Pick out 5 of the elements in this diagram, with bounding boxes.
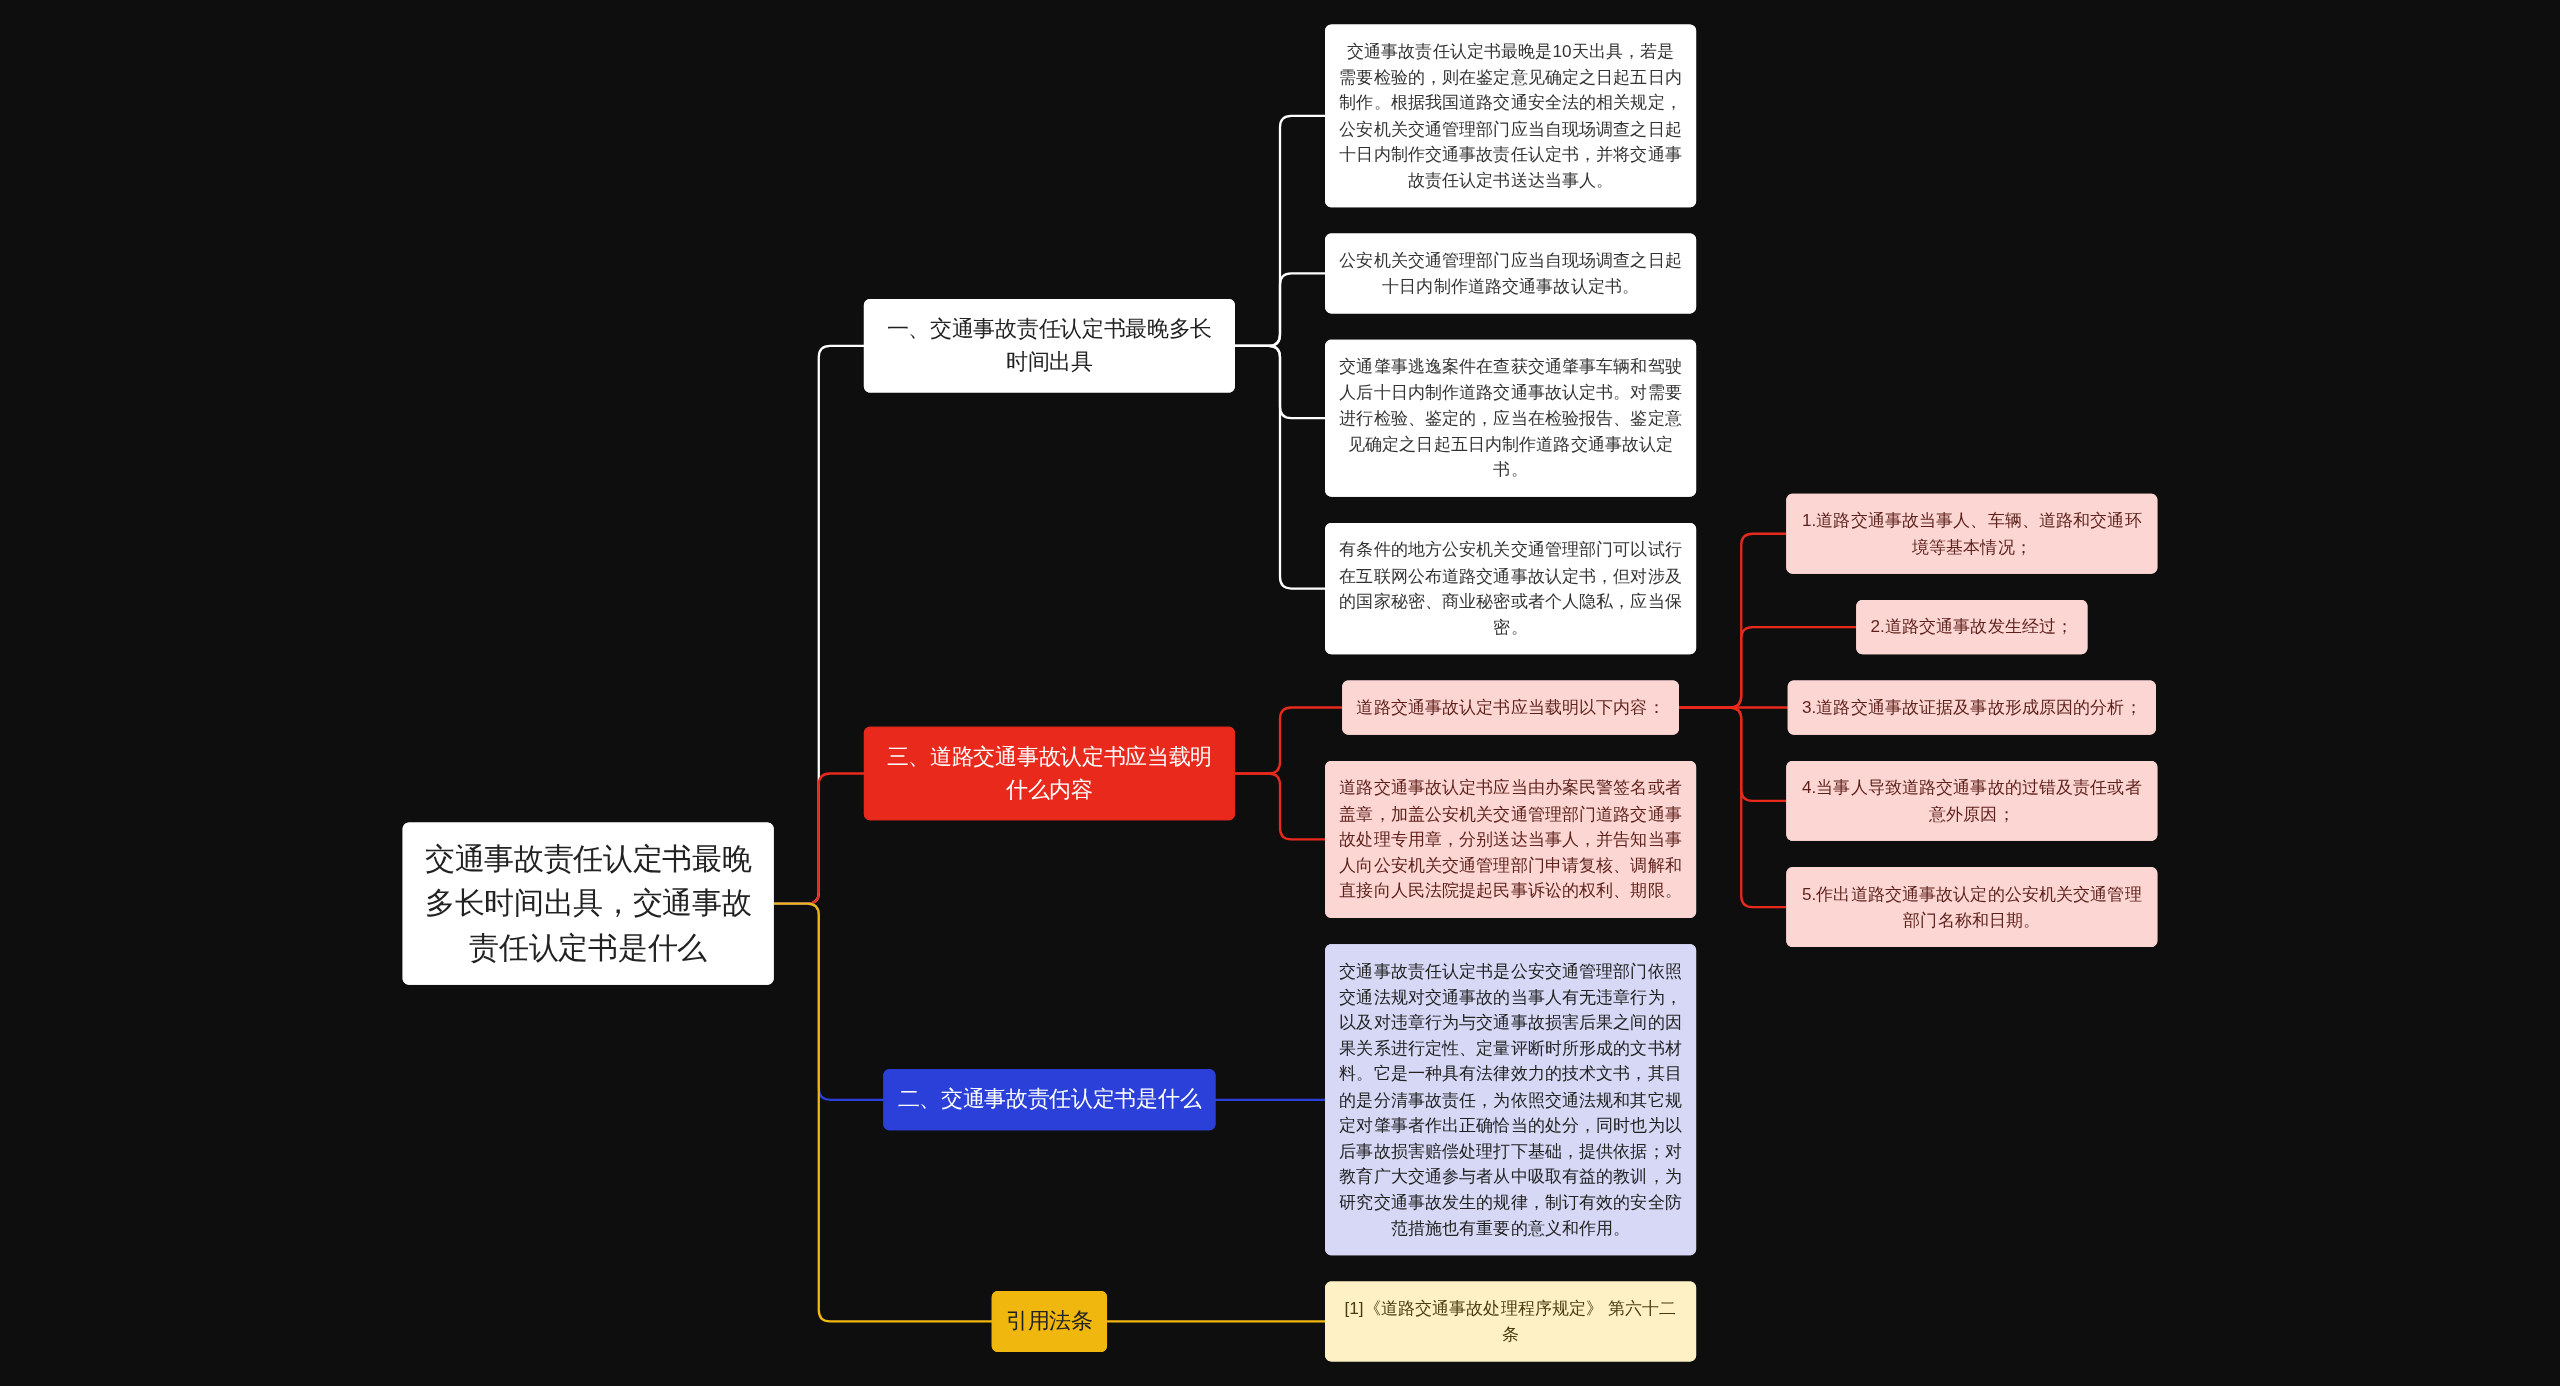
connector	[1234, 344, 1326, 590]
connector	[1214, 1098, 1326, 1101]
connector	[1234, 772, 1326, 841]
connector	[1106, 1320, 1326, 1323]
connector	[1678, 706, 1787, 909]
